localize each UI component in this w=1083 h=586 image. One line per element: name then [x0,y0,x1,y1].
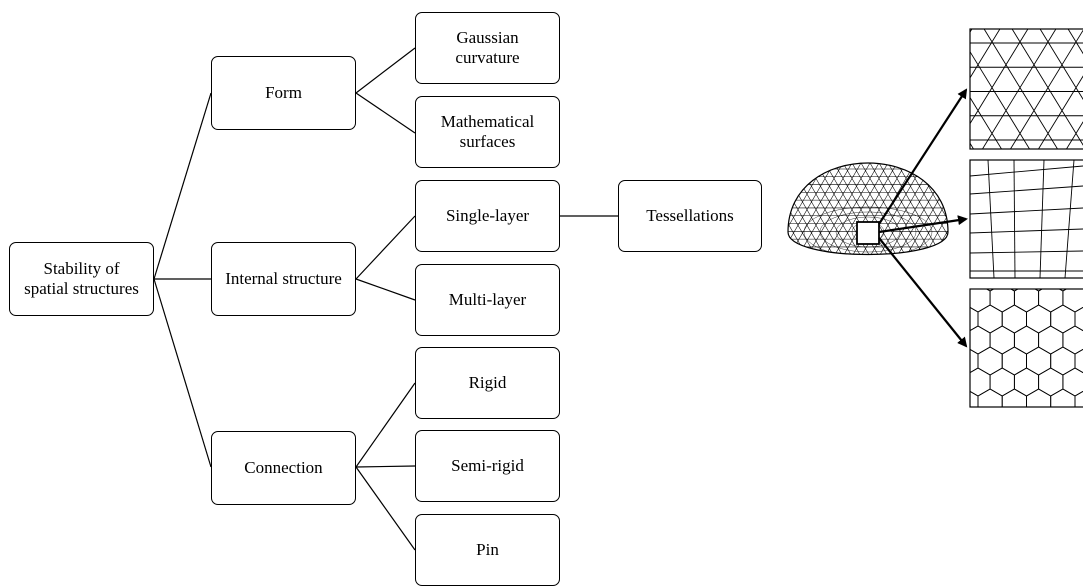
gaussian-curvature-label: Gaussian curvature [455,28,520,67]
single-layer-label: Single-layer [445,206,530,225]
hexagonal-grid-icon [969,288,1083,408]
semi-rigid-node: Semi-rigid [415,430,560,502]
arrow-to-quadrilateral [878,215,968,234]
tessellations-node: Tessellations [618,180,762,252]
edge-form-gaussian [355,47,416,94]
quadrilateral-grid-icon [969,159,1083,279]
multi-layer-node: Multi-layer [415,264,560,336]
connection-label: Connection [244,458,323,477]
internal-structure-label: Internal structure [225,269,342,288]
edge-internal-multi [355,278,416,301]
edge-form-mathematical [355,92,416,134]
tessellations-label: Tessellations [646,206,734,225]
edge-root-form [153,92,212,280]
single-layer-node: Single-layer [415,180,560,252]
root-node: Stability of spatial structures [9,242,154,316]
mathematical-surfaces-node: Mathematical surfaces [415,96,560,168]
arrow-to-triangular [878,88,968,225]
semi-rigid-label: Semi-rigid [451,456,524,475]
edge-connection-pin [355,466,416,551]
geodesic-dome-icon [787,162,949,256]
gaussian-curvature-node: Gaussian curvature [415,12,560,84]
edge-connection-semirigid [355,465,416,468]
form-label: Form [265,83,302,102]
connection-node: Connection [211,431,356,505]
edge-root-connection [153,278,212,468]
arrow-to-hexagonal [878,237,968,348]
rigid-label: Rigid [468,373,507,392]
edge-connection-rigid [355,382,416,468]
rigid-node: Rigid [415,347,560,419]
triangular-grid-icon [969,28,1083,150]
root-label: Stability of spatial structures [24,259,139,298]
multi-layer-label: Multi-layer [448,290,527,309]
form-node: Form [211,56,356,130]
mathematical-surfaces-label: Mathematical surfaces [440,112,535,151]
pin-label: Pin [476,540,499,559]
internal-structure-node: Internal structure [211,242,356,316]
pin-node: Pin [415,514,560,586]
edge-internal-single [355,215,416,280]
zoom-box [856,221,880,245]
